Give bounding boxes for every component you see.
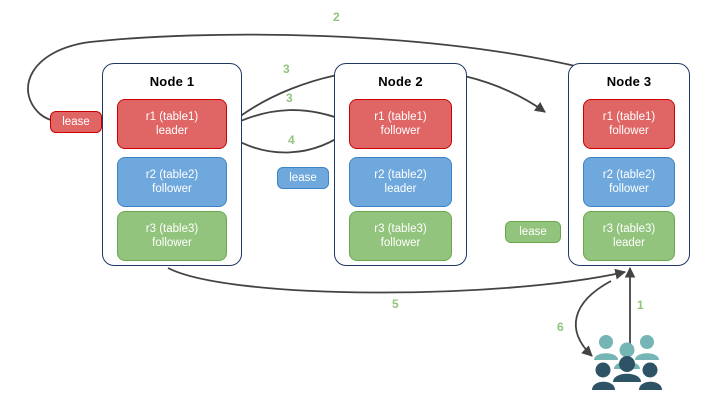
lease-badge-r3[interactable]: lease (505, 221, 561, 243)
replica-node2-r2[interactable]: r2 (table2) leader (349, 157, 452, 207)
users-icon (592, 335, 662, 390)
replica-node3-r3[interactable]: r3 (table3) leader (583, 211, 675, 261)
step-label-5: 5 (392, 297, 399, 311)
replica-label-line2: follower (152, 183, 192, 195)
replica-label-line1: r2 (table2) (602, 169, 656, 181)
node-title: Node 2 (378, 74, 423, 89)
edge-step-5 (167, 267, 627, 294)
replica-label-line1: r3 (table3) (374, 223, 427, 235)
replica-node2-r1[interactable]: r1 (table1) follower (349, 99, 452, 149)
step-label-2: 2 (333, 10, 340, 24)
step-label-3-upper: 3 (283, 62, 290, 76)
replica-label-line2: follower (609, 125, 649, 137)
node-card-node3[interactable]: Node 3 r1 (table1) follower r2 (table2) … (568, 63, 690, 266)
lease-badge-r2[interactable]: lease (277, 167, 329, 189)
replica-label-line2: leader (156, 125, 188, 137)
node-card-node1[interactable]: Node 1 r1 (table1) leader r2 (table2) fo… (102, 63, 242, 266)
replica-label-line1: r3 (table3) (602, 223, 656, 235)
step-label-3-lower: 3 (286, 91, 293, 105)
lease-badge-r1[interactable]: lease (50, 111, 102, 133)
replica-label-line1: r3 (table3) (145, 223, 199, 235)
replica-node1-r1[interactable]: r1 (table1) leader (117, 99, 227, 149)
replica-label-line1: r1 (table1) (374, 111, 427, 123)
replica-label-line2: leader (384, 183, 417, 195)
replica-label-line1: r2 (table2) (374, 169, 427, 181)
node-card-node2[interactable]: Node 2 r1 (table1) follower r2 (table2) … (334, 63, 467, 266)
step-label-1: 1 (637, 298, 644, 312)
step-label-6: 6 (557, 320, 564, 334)
replica-label-line1: r2 (table2) (145, 169, 199, 181)
replica-node3-r1[interactable]: r1 (table1) follower (583, 99, 675, 149)
node-title: Node 1 (149, 74, 195, 89)
replica-label-line2: follower (609, 183, 649, 195)
replica-node3-r2[interactable]: r2 (table2) follower (583, 157, 675, 207)
node-title: Node 3 (606, 74, 652, 89)
replica-label-line1: r1 (table1) (602, 111, 656, 123)
replica-node1-r2[interactable]: r2 (table2) follower (117, 157, 227, 207)
replica-label-line2: follower (380, 125, 421, 137)
replica-label-line2: leader (613, 237, 645, 249)
replica-label-line2: follower (380, 237, 421, 249)
edge-step-3-lower (223, 109, 349, 130)
step-label-4: 4 (288, 133, 295, 147)
replica-label-line1: r1 (table1) (145, 111, 199, 123)
replica-node1-r3[interactable]: r3 (table3) follower (117, 211, 227, 261)
replica-label-line2: follower (152, 237, 192, 249)
replica-node2-r3[interactable]: r3 (table3) follower (349, 211, 452, 261)
